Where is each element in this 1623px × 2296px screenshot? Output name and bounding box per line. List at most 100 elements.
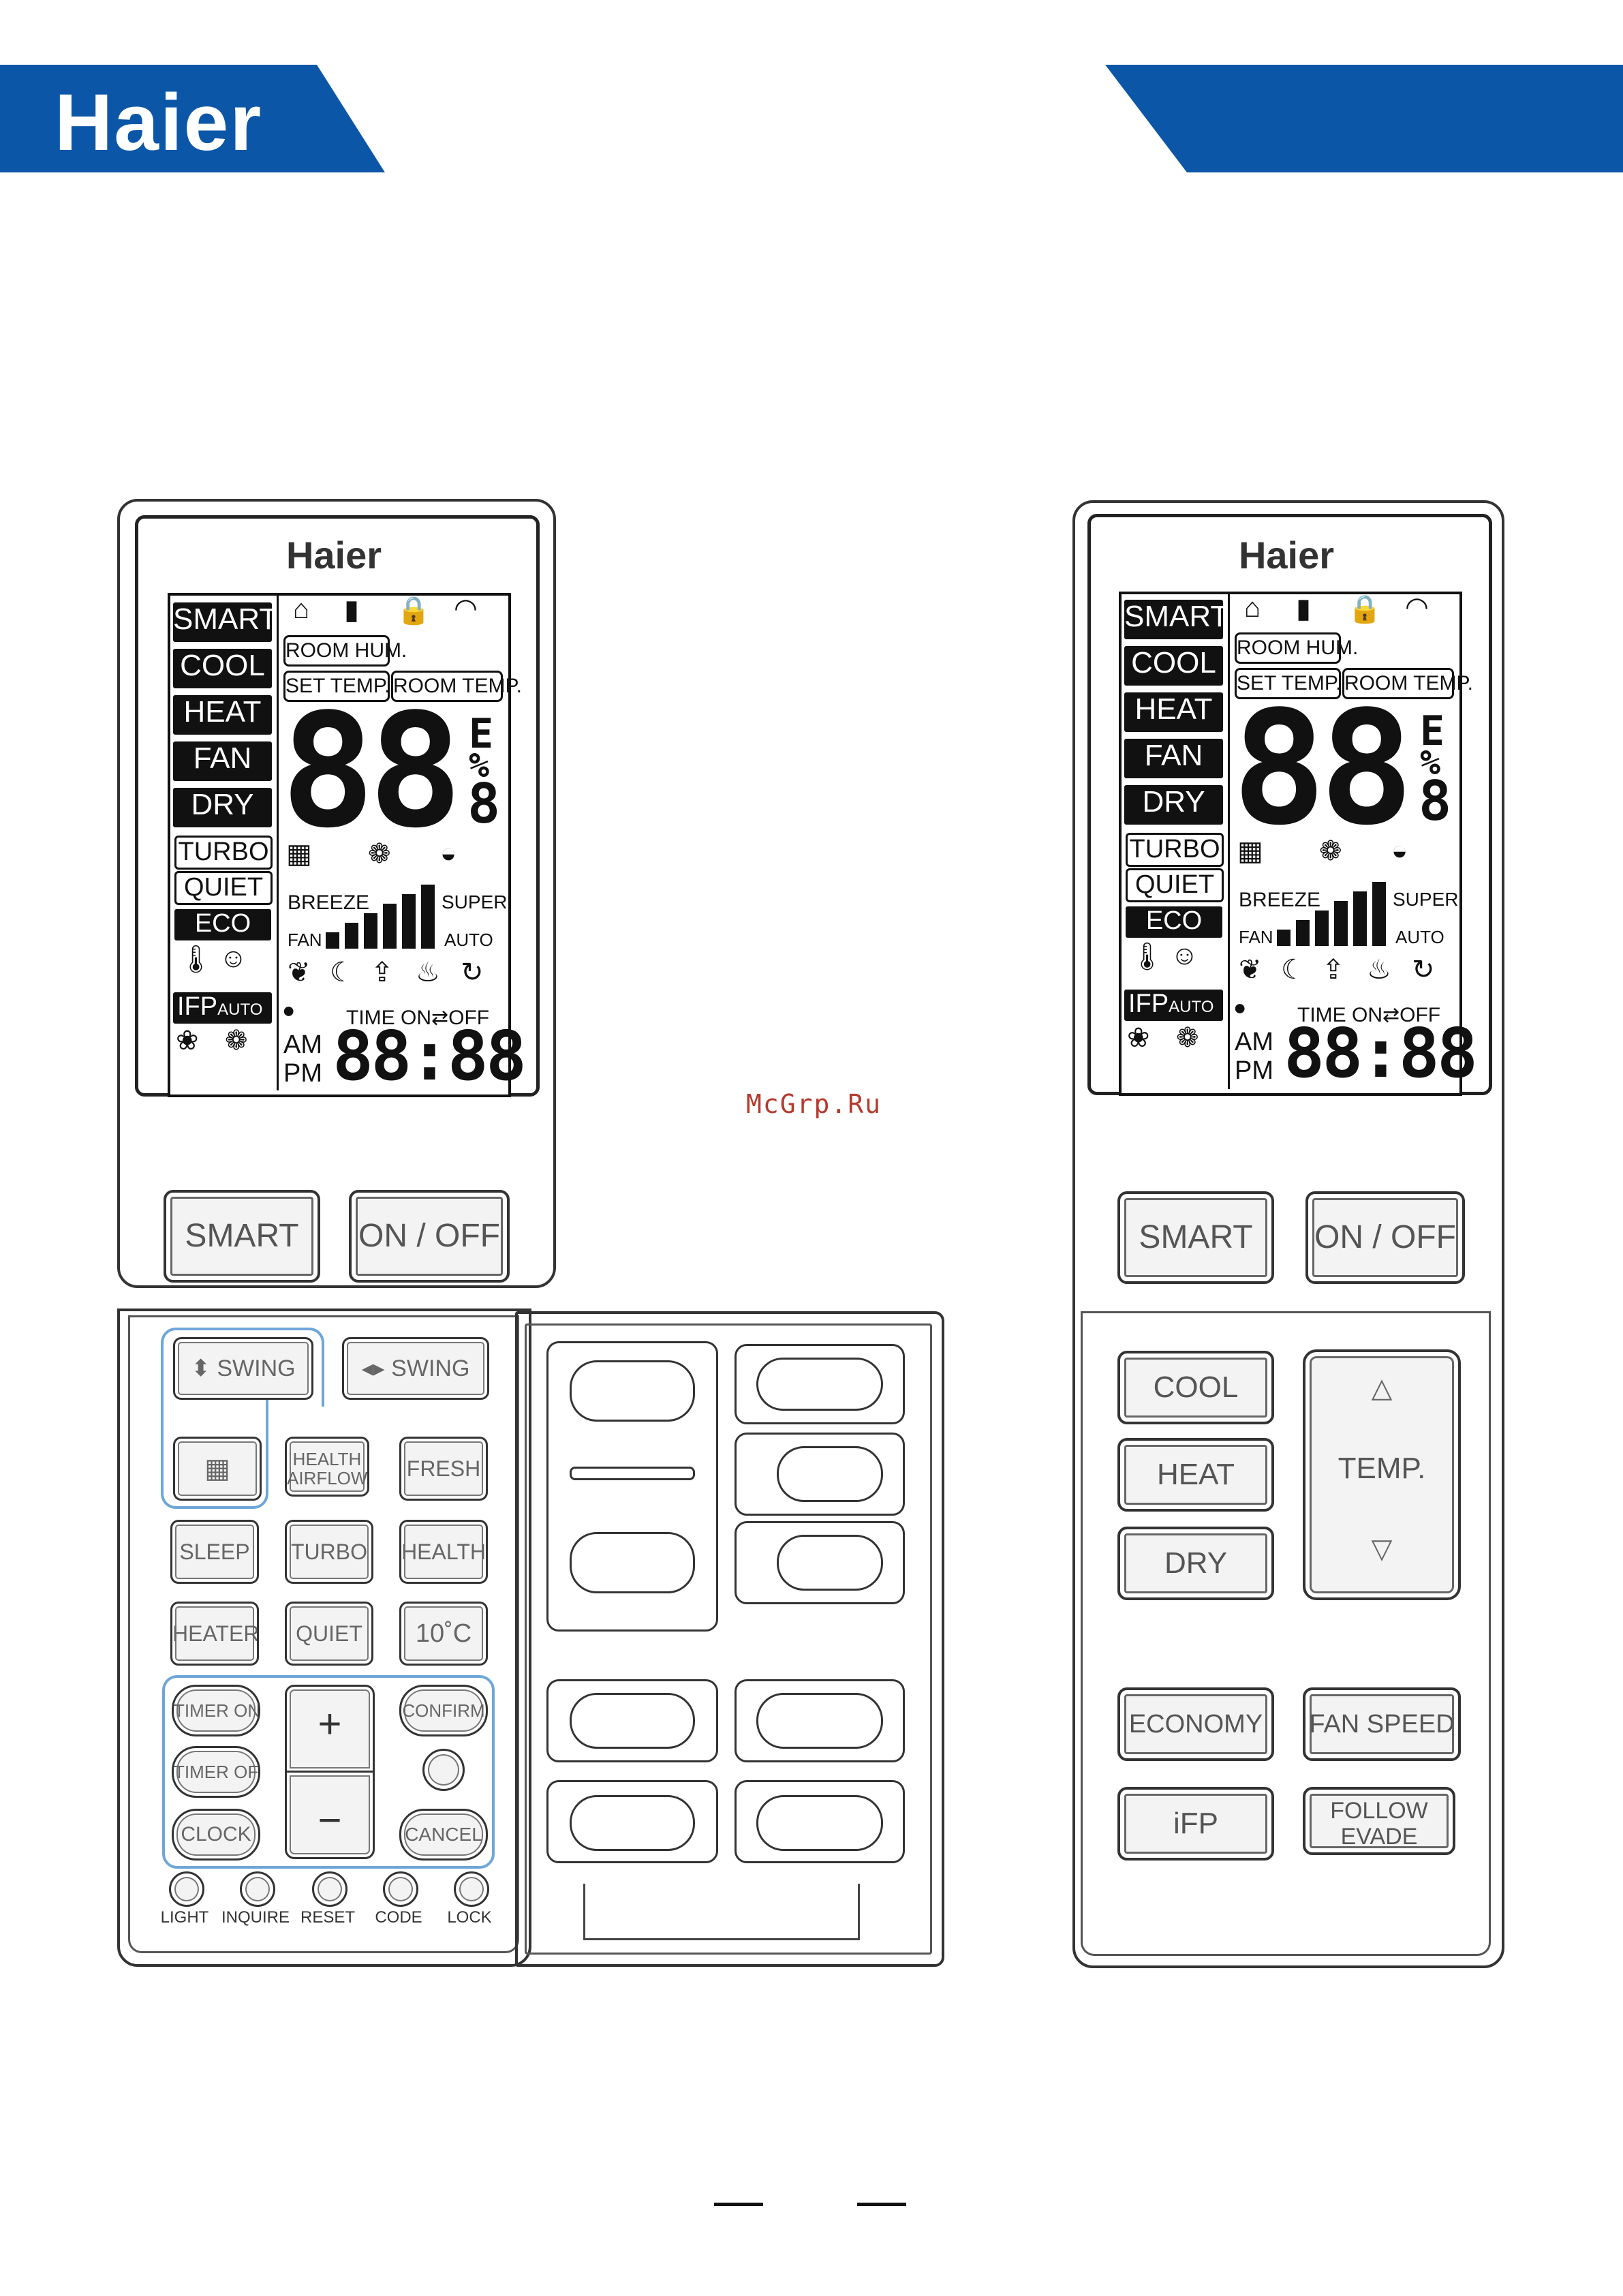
temp-label: TEMP.: [1338, 1452, 1426, 1485]
cover-slot-right-5: [735, 1780, 905, 1863]
lock-button[interactable]: [454, 1871, 489, 1907]
left-onoff-button[interactable]: ON / OFF: [349, 1190, 510, 1283]
right-brand: Haier: [1238, 534, 1335, 577]
timer-on-button[interactable]: TIMER ON: [172, 1685, 260, 1736]
right-lcd-ifp-label: IFP: [1128, 990, 1169, 1018]
lcd-unit-pct: %: [469, 746, 490, 785]
timer-off-button[interactable]: TIMER OFF: [172, 1746, 260, 1798]
right-fan-bar-2: [1296, 920, 1310, 946]
right-person-timer-icon: ☺: [1171, 940, 1199, 970]
quiet-button[interactable]: QUIET: [285, 1602, 373, 1666]
reset-button[interactable]: [312, 1871, 347, 1907]
lcd-am: AM: [283, 1030, 322, 1059]
code-button[interactable]: [383, 1871, 418, 1907]
follow-evade-button[interactable]: FOLLOW EVADE: [1303, 1787, 1455, 1855]
cover-slot-oval-5: [777, 1535, 883, 1591]
horizontal-swing-button[interactable]: ◂▸ SWING: [342, 1337, 489, 1400]
lcd-super: SUPER: [442, 891, 508, 913]
lcd-divider: [277, 594, 279, 1090]
right-lcd-set-temp: SET TEMP.: [1235, 668, 1341, 699]
lcd-breeze: BREEZE: [288, 891, 370, 914]
cover-slot-oval-1: [570, 1360, 695, 1422]
home-icon: ⌂: [293, 594, 310, 624]
cover-slot-line: [570, 1467, 695, 1480]
thermometer-icon: 🌡: [179, 945, 213, 975]
heater-button[interactable]: HEATER: [170, 1602, 259, 1666]
lcd-mode-heat: HEAT: [173, 695, 272, 735]
sleep-button[interactable]: SLEEP: [170, 1520, 259, 1584]
cancel-button[interactable]: CANCEL: [399, 1809, 488, 1861]
inquire-button[interactable]: [240, 1871, 275, 1907]
battery-cover-inner: [525, 1323, 932, 1955]
sleep-icon: ☾: [330, 958, 354, 988]
heater-icon: ♨: [416, 958, 440, 988]
cover-slot-oval-6: [570, 1693, 695, 1749]
wifi-icon: ◠: [454, 594, 478, 624]
dry-button[interactable]: DRY: [1117, 1527, 1274, 1600]
right-lcd-fan: FAN: [1239, 927, 1273, 947]
center-round-button[interactable]: [422, 1749, 465, 1791]
fresh-button[interactable]: FRESH: [399, 1437, 488, 1501]
lcd-ifp-auto: AUTO: [217, 1000, 263, 1019]
health-button[interactable]: HEALTH: [399, 1520, 488, 1584]
right-clock-icon: ●: [1233, 995, 1247, 1020]
right-lcd-unit-pct: %: [1420, 743, 1441, 782]
right-onoff-button[interactable]: ON / OFF: [1305, 1191, 1465, 1284]
right-lcd-mode-smart: SMART: [1124, 600, 1228, 639]
ifp-button[interactable]: iFP: [1117, 1787, 1274, 1861]
light-button[interactable]: [169, 1871, 204, 1907]
super-swing-icon: ◒: [440, 838, 457, 868]
clock-button[interactable]: CLOCK: [172, 1809, 260, 1861]
lcd-ifp-label: IFP: [177, 992, 218, 1021]
watermark: McGrp.Ru: [746, 1089, 882, 1119]
lcd-mode-fan: FAN: [173, 741, 272, 781]
right-lcd-eco: ECO: [1126, 906, 1222, 938]
fan-speed-button[interactable]: FAN SPEED: [1303, 1687, 1461, 1761]
ten-c-button[interactable]: 10˚C: [399, 1602, 488, 1666]
cover-slot-right-1: [735, 1344, 905, 1424]
confirm-button[interactable]: CONFIRM: [399, 1685, 488, 1736]
right-lcd-mode-cool: COOL: [1124, 646, 1223, 686]
left-remote-keypad-inner: [128, 1315, 519, 1953]
right-fan-bar-3: [1315, 910, 1329, 946]
fan-bar-4: [383, 904, 397, 949]
temp-down-icon: ▽: [1371, 1534, 1393, 1564]
lcd-pm: PM: [283, 1059, 322, 1088]
right-fan-bar-4: [1334, 901, 1348, 946]
evade-person-icon: ❁: [225, 1026, 248, 1056]
economy-button[interactable]: ECONOMY: [1117, 1687, 1274, 1761]
minus-button[interactable]: −: [285, 1771, 375, 1859]
right-ten-degree-icon: ⇪: [1322, 955, 1345, 985]
cover-slot-oval-4: [777, 1446, 883, 1502]
plus-button[interactable]: +: [285, 1685, 375, 1773]
right-smart-button[interactable]: SMART: [1117, 1191, 1274, 1284]
lcd-fan: FAN: [288, 930, 322, 950]
lock-icon: 🔒: [397, 596, 431, 626]
header-band-right: [1105, 65, 1623, 172]
cover-bottom-tab: [583, 1884, 860, 1940]
turbo-button[interactable]: TURBO: [285, 1520, 373, 1584]
right-home-icon: ⌂: [1244, 593, 1261, 623]
lock-label: LOCK: [447, 1908, 492, 1927]
battery-icon: ▮: [344, 595, 360, 625]
self-clean-icon: ↻: [461, 958, 484, 988]
left-smart-button[interactable]: SMART: [164, 1190, 320, 1283]
ten-degree-icon: ⇪: [371, 958, 394, 988]
health-airflow-button[interactable]: HEALTH AIRFLOW: [285, 1437, 369, 1497]
health-airflow-label-2: AIRFLOW: [287, 1468, 368, 1488]
vertical-swing-button[interactable]: ⬍ SWING: [173, 1337, 313, 1400]
code-label: CODE: [375, 1908, 422, 1927]
right-lcd-auto: AUTO: [1395, 927, 1444, 947]
right-lcd-room-temp: ROOM TEMP.: [1342, 668, 1473, 699]
breeze-button[interactable]: ▦: [173, 1437, 262, 1501]
cover-slot-oval-9: [756, 1795, 883, 1851]
heat-button[interactable]: HEAT: [1117, 1438, 1274, 1512]
reset-label: RESET: [300, 1908, 355, 1927]
cool-button[interactable]: COOL: [1117, 1351, 1274, 1424]
right-wifi-icon: ◠: [1405, 592, 1429, 622]
fan-bar-1: [326, 932, 339, 949]
temp-rocker-button[interactable]: △ TEMP. ▽: [1303, 1349, 1461, 1600]
right-battery-icon: ▮: [1296, 594, 1312, 624]
right-lcd-super: SUPER: [1393, 889, 1459, 910]
light-label: LIGHT: [160, 1908, 209, 1927]
